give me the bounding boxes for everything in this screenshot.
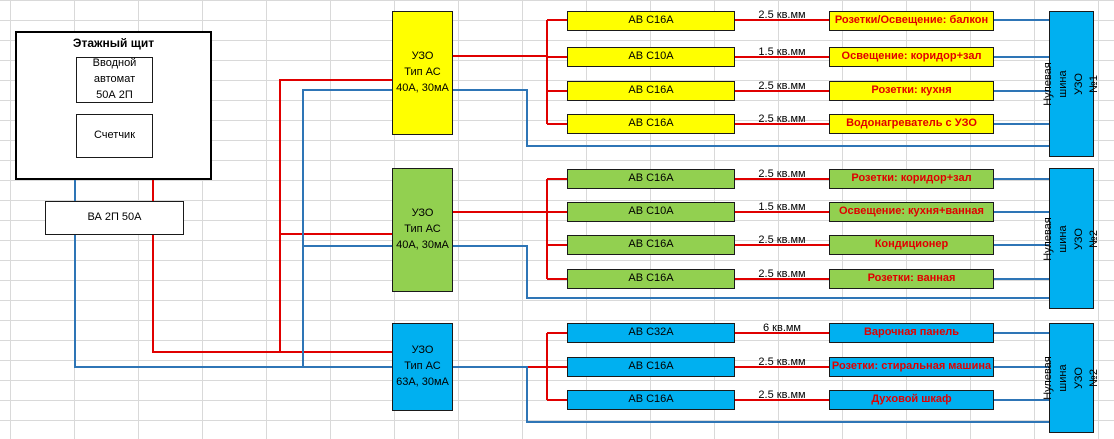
load-g3-c2: Розетки: стиральная машина [829, 357, 994, 377]
load-g3-c3: Духовой шкаф [829, 390, 994, 410]
breaker-g3-c2: АВ С16А [567, 357, 735, 377]
floor-panel-title: Этажный щит [72, 36, 155, 50]
rcd-group-2: УЗО Тип АС 40А, 30мА [392, 168, 453, 292]
neutral-bus-1: Нулевая шина УЗО №1 [1042, 11, 1100, 157]
load-g2-c1: Розетки: коридор+зал [829, 169, 994, 189]
breaker-g2-c4: АВ С16А [567, 269, 735, 289]
neutral-wire-main [74, 234, 392, 368]
load-g1-c4: Водонагреватель с УЗО [829, 114, 994, 134]
cable-g2-c3: 2.5 кв.мм [758, 234, 806, 246]
load-g1-c1: Розетки/Освещение: балкон [829, 11, 994, 31]
breaker-g1-c4: АВ С16А [567, 114, 735, 134]
neutral-bus-3: Нулевая шина УЗО №2 [1042, 323, 1100, 433]
cable-g1-c3: 2.5 кв.мм [758, 80, 806, 92]
breaker-g2-c1: АВ С16А [567, 169, 735, 189]
load-g1-c3: Розетки: кухня [829, 81, 994, 101]
electric-meter: Счетчик [76, 114, 153, 158]
load-g2-c2: Освещение: кухня+ванная [829, 202, 994, 222]
neutral-bus-3-label: Нулевая шина УЗО №2 [1041, 356, 1100, 400]
cable-g2-c4: 2.5 кв.мм [758, 268, 806, 280]
breaker-g2-c3: АВ С16А [567, 235, 735, 255]
neutral-wire-rcd1 [302, 89, 392, 367]
neutral-bus-2: Нулевая шина УЗО №2 [1042, 168, 1100, 309]
rcd-group-1: УЗО Тип АС 40А, 30мА [392, 11, 453, 135]
cable-g3-c1: 6 кв.мм [762, 322, 801, 334]
neutral-wires [74, 19, 1049, 423]
cable-g1-c1: 2.5 кв.мм [758, 9, 806, 21]
breaker-g1-c3: АВ С16А [567, 81, 735, 101]
breaker-g3-c3: АВ С16А [567, 390, 735, 410]
neutral-bus-2-label: Нулевая шина УЗО №2 [1041, 216, 1100, 261]
rcd-group-3: УЗО Тип АС 63А, 30мА [392, 323, 453, 411]
neutral-bus-1-label: Нулевая шина УЗО №1 [1041, 62, 1100, 106]
load-g2-c3: Кондиционер [829, 235, 994, 255]
cable-g1-c4: 2.5 кв.мм [758, 113, 806, 125]
main-breaker: Вводной автомат 50А 2П [76, 57, 153, 103]
cable-g1-c2: 1.5 кв.мм [758, 46, 806, 58]
main-switch: ВА 2П 50А [45, 201, 184, 235]
breaker-g2-c2: АВ С10А [567, 202, 735, 222]
cable-g2-c2: 1.5 кв.мм [758, 201, 806, 213]
cable-g3-c3: 2.5 кв.мм [758, 389, 806, 401]
cable-g2-c1: 2.5 кв.мм [758, 168, 806, 180]
load-g2-c4: Розетки: ванная [829, 269, 994, 289]
phase-wire-rcd1 [279, 79, 392, 352]
breaker-g1-c2: АВ С10А [567, 47, 735, 67]
load-g1-c2: Освещение: коридор+зал [829, 47, 994, 67]
breaker-g1-c1: АВ С16А [567, 11, 735, 31]
breaker-g3-c1: АВ С32А [567, 323, 735, 343]
load-g3-c1: Варочная панель [829, 323, 994, 343]
cable-g3-c2: 2.5 кв.мм [758, 356, 806, 368]
phase-wire-main [152, 234, 392, 353]
